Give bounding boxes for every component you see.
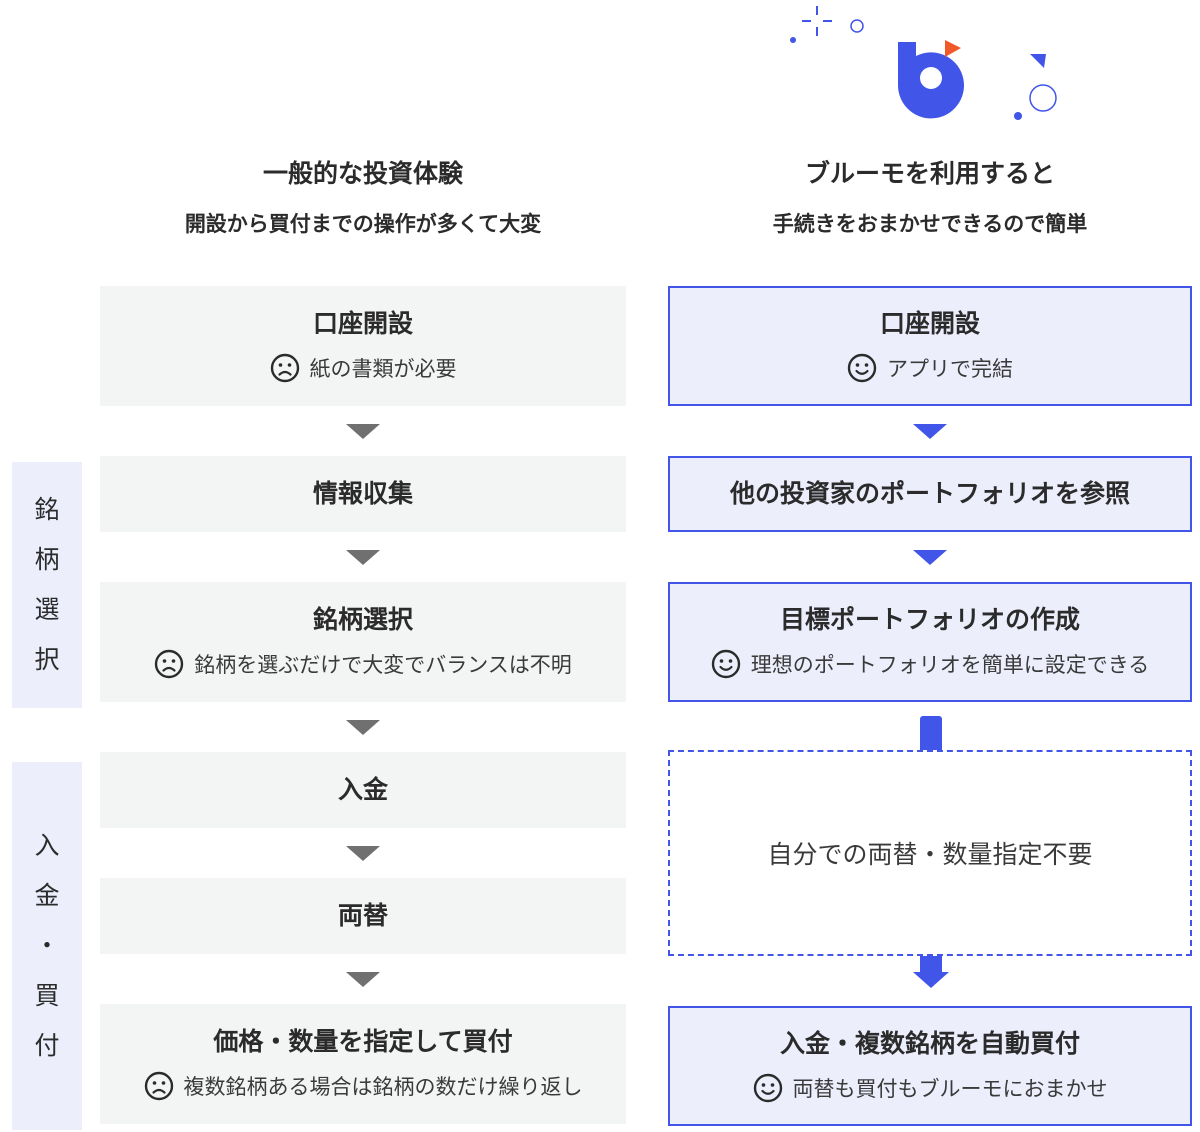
step-note-text: 両替も買付もブルーモにおまかせ (792, 1077, 1108, 1101)
arrow-down-icon (346, 720, 380, 735)
side-label-char: 柄 (34, 545, 60, 574)
side-label-char: 択 (34, 645, 60, 674)
step-title: 情報収集 (312, 479, 413, 508)
smile-face-icon (847, 353, 877, 383)
left-step-deposit: 入金 (100, 752, 626, 828)
step-title: 銘柄選択 (312, 605, 413, 634)
right-column-title: ブルーモを利用すると (804, 159, 1055, 188)
step-note-text: 複数銘柄ある場合は銘柄の数だけ繰り返し (183, 1075, 583, 1099)
step-title: 両替 (337, 901, 388, 930)
step-note-text: 理想のポートフォリオを簡単に設定できる (750, 653, 1150, 677)
step-title: 口座開設 (312, 309, 413, 338)
step-title: 目標ポートフォリオの作成 (779, 605, 1080, 634)
step-note: アプリで完結 (847, 353, 1013, 383)
left-step-purchase: 価格・数量を指定して買付 複数銘柄ある場合は銘柄の数だけ繰り返し (100, 1004, 626, 1124)
right-step-no-exchange-needed: 自分での両替・数量指定不要 (668, 750, 1192, 956)
step-title: 入金 (337, 775, 388, 804)
side-label-char: 銘 (34, 495, 60, 524)
arrow-down-icon (913, 424, 947, 439)
connector-bar (920, 716, 942, 750)
side-label-deposit-purchase: 入 金 ・ 買 付 (12, 762, 82, 1130)
arrow-down-icon (346, 972, 380, 987)
left-column-subtitle: 開設から買付までの操作が多くて大変 (184, 212, 542, 236)
step-note: 複数銘柄ある場合は銘柄の数だけ繰り返し (144, 1071, 583, 1101)
side-label-stock-selection: 銘 柄 選 択 (12, 462, 82, 708)
right-step-target-portfolio: 目標ポートフォリオの作成 理想のポートフォリオを簡単に設定できる (668, 582, 1192, 702)
arrow-down-icon (346, 846, 380, 861)
step-title: 口座開設 (879, 309, 980, 338)
side-label-char: 金 (34, 881, 60, 910)
left-step-information-gathering: 情報収集 (100, 456, 626, 532)
arrow-down-icon (913, 550, 947, 565)
right-step-reference-portfolios: 他の投資家のポートフォリオを参照 (668, 456, 1192, 532)
right-step-account-opening: 口座開設 アプリで完結 (668, 286, 1192, 406)
right-column-subtitle: 手続きをおまかせできるので簡単 (772, 212, 1088, 236)
step-note: 理想のポートフォリオを簡単に設定できる (711, 649, 1150, 679)
step-title: 他の投資家のポートフォリオを参照 (729, 479, 1130, 508)
step-title: 入金・複数銘柄を自動買付 (779, 1029, 1080, 1058)
smile-face-icon (753, 1073, 782, 1103)
sad-face-icon (144, 1071, 173, 1101)
left-step-account-opening: 口座開設 紙の書類が必要 (100, 286, 626, 406)
side-label-char: 付 (34, 1031, 60, 1060)
step-note-text: 自分での両替・数量指定不要 (767, 840, 1093, 869)
step-note-text: アプリで完結 (887, 357, 1013, 381)
sad-face-icon (270, 353, 299, 383)
step-note-text: 銘柄を選ぶだけで大変でバランスは不明 (194, 653, 572, 677)
left-step-stock-selection: 銘柄選択 銘柄を選ぶだけで大変でバランスは不明 (100, 582, 626, 702)
sad-face-icon (155, 649, 184, 679)
brand-logo (790, 6, 1057, 120)
left-step-exchange: 両替 (100, 878, 626, 954)
step-title: 価格・数量を指定して買付 (213, 1027, 513, 1056)
step-note: 両替も買付もブルーモにおまかせ (753, 1073, 1108, 1103)
step-note: 銘柄を選ぶだけで大変でバランスは不明 (154, 649, 572, 679)
step-note: 紙の書類が必要 (270, 353, 457, 383)
arrow-down-icon (346, 550, 380, 565)
left-column-title: 一般的な投資体験 (262, 159, 463, 188)
right-step-auto-purchase: 入金・複数銘柄を自動買付 両替も買付もブルーモにおまかせ (668, 1006, 1192, 1126)
arrow-down-icon (346, 424, 380, 439)
arrow-down-icon (913, 956, 949, 988)
side-label-char: 入 (34, 831, 60, 860)
side-label-char: 買 (34, 981, 60, 1010)
smile-face-icon (711, 649, 740, 679)
side-label-char: ・ (34, 931, 60, 960)
step-note-text: 紙の書類が必要 (309, 357, 457, 381)
side-label-char: 選 (34, 595, 60, 624)
